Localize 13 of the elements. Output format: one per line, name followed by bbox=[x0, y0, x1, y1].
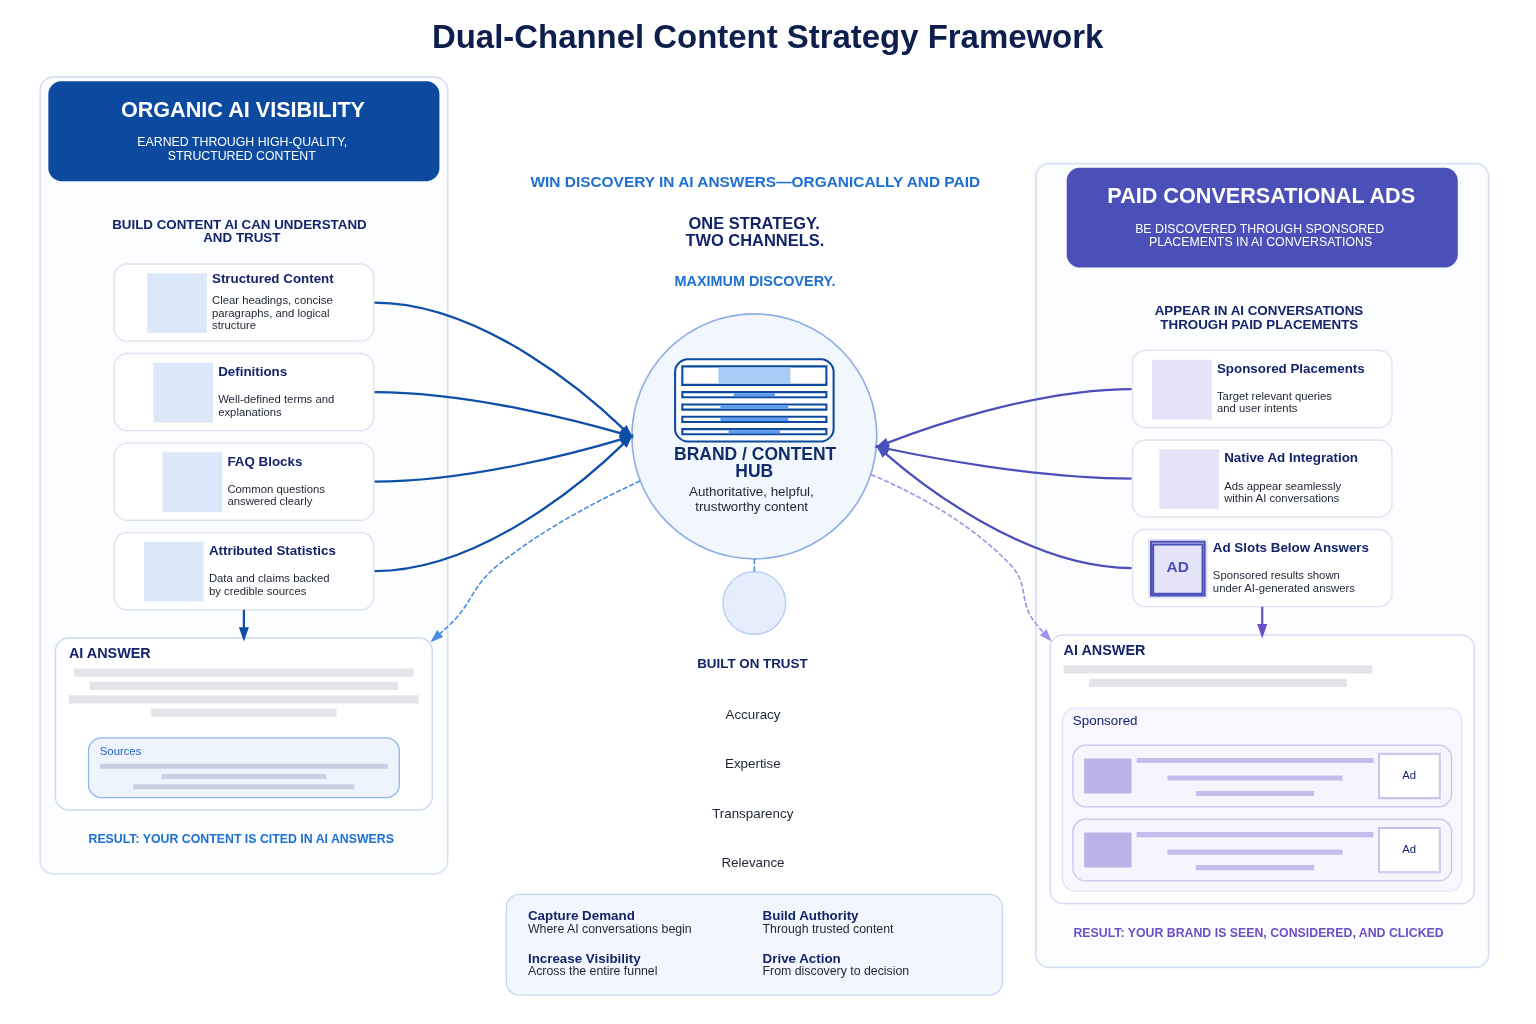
label: Accuracy bbox=[725, 706, 780, 722]
label: WIN DISCOVERY IN AI ANSWERS—ORGANICALLY AND PAID bbox=[530, 172, 980, 190]
label: Expertise bbox=[724, 756, 781, 772]
label: RESULT: YOUR CONTENT IS CITED IN AI ANSWERS bbox=[87, 831, 394, 846]
label: Relevance bbox=[720, 854, 785, 870]
label: Transparency bbox=[711, 805, 793, 821]
label: BUILD CONTENT AI CAN UNDERSTAND AND TRUST bbox=[111, 216, 367, 246]
label: ONE STRATEGY. TWO CHANNELS. bbox=[684, 214, 824, 249]
label: MAXIMUM DISCOVERY. bbox=[674, 272, 836, 289]
diagram-title: Dual-Channel Content Strategy Framework bbox=[431, 18, 1103, 56]
label: BUILT ON TRUST bbox=[696, 656, 808, 672]
label: RESULT: YOUR BRAND IS SEEN, CONSIDERED, AND CLICKED bbox=[1072, 925, 1444, 940]
label: APPEAR IN AI CONVERSATIONS THROUGH PAID PLACEMENTS bbox=[1154, 303, 1363, 332]
